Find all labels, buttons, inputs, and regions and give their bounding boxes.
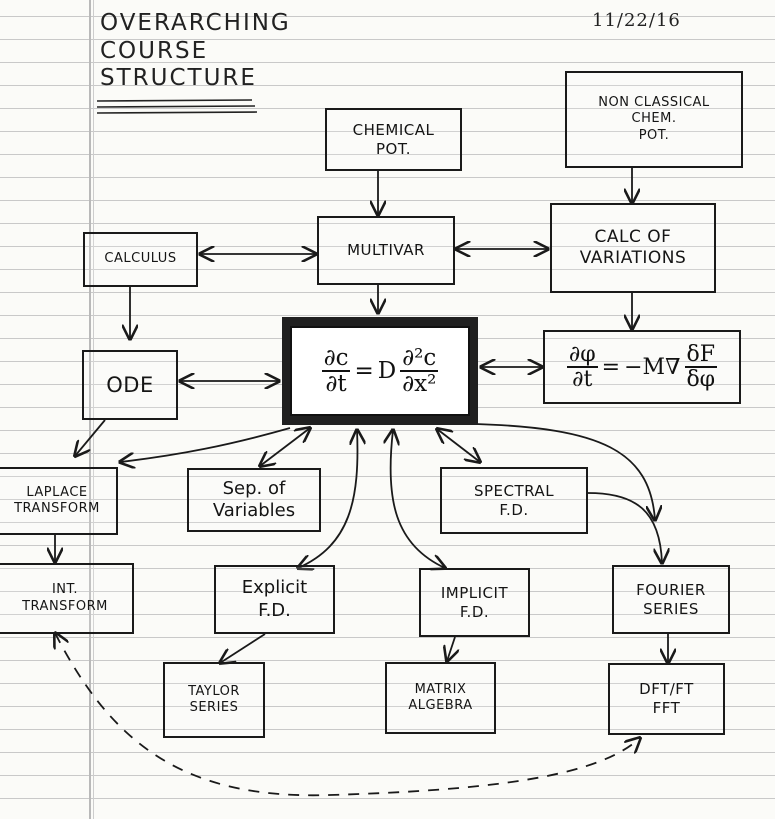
node-label: IMPLICIT F.D. — [440, 583, 509, 621]
node-taylor-series: TAYLOR SERIES — [163, 662, 265, 738]
title-line: COURSE — [100, 37, 209, 64]
node-nonclassical-chem-pot: NON CLASSICAL CHEM. POT. — [565, 71, 743, 168]
node-label: NON CLASSICAL CHEM. POT. — [598, 95, 710, 143]
node-spectral-fd: SPECTRAL F.D. — [440, 467, 588, 534]
eq-numerator: ∂φ — [566, 341, 598, 368]
arrow-ode-to-laplace — [75, 419, 106, 456]
node-calculus: CALCULUS — [83, 232, 198, 287]
arrow-explicit-to-taylor — [220, 633, 266, 663]
eq-numerator: ∂²c — [400, 344, 439, 372]
page-title: OVERARCHING COURSE STRUCTURE — [100, 10, 291, 93]
node-label: TAYLOR SERIES — [188, 683, 240, 715]
arrow-spectral-to-fourier — [587, 492, 662, 563]
margin-line — [89, 0, 91, 819]
node-diffusion-equation — [282, 317, 478, 425]
eq-numerator: ∂c — [321, 344, 351, 372]
node-label: SPECTRAL F.D. — [473, 481, 555, 519]
node-label: CHEMICAL POT. — [352, 120, 435, 158]
node-label: MULTIVAR — [347, 241, 425, 260]
node-laplace-transform: LAPLACE TRANSFORM — [0, 467, 118, 535]
node-multivar: MULTIVAR — [317, 216, 455, 285]
eq-operator: −M∇ — [624, 354, 681, 380]
arrow-diffusion-spectral — [437, 429, 480, 462]
diffusion-lhs: ∂c ∂t — [321, 344, 351, 397]
diffusion-inner-frame — [290, 326, 470, 416]
arrow-diffusion-explicit — [298, 430, 357, 568]
node-label: MATRIX ALGEBRA — [408, 681, 473, 713]
node-sep-of-variables: Sep. of Variables — [187, 468, 321, 532]
node-label: CALC OF VARIATIONS — [579, 226, 687, 268]
date-label: 11/22/16 — [592, 10, 681, 31]
diffusion-rhs: ∂²c ∂x² — [400, 344, 439, 397]
node-label: Sep. of Variables — [212, 477, 296, 522]
title-line: OVERARCHING — [100, 10, 291, 36]
eq-denominator: ∂t — [325, 371, 347, 397]
margin-line — [93, 0, 94, 819]
node-implicit-fd: IMPLICIT F.D. — [419, 568, 530, 637]
node-dft-ft-fft: DFT/FT FFT — [608, 663, 725, 735]
node-explicit-fd: Explicit F.D. — [214, 565, 335, 634]
node-calc-of-variations: CALC OF VARIATIONS — [550, 203, 716, 293]
node-label: Explicit F.D. — [241, 577, 308, 621]
eq-numerator: δF — [684, 341, 718, 368]
allencahn-rhs: δF δφ — [684, 341, 718, 392]
eq-denominator: ∂x² — [402, 371, 437, 397]
diffusion-equation: ∂c ∂t = D ∂²c ∂x² — [290, 326, 470, 416]
node-ode: ODE — [82, 350, 178, 420]
arrow-implicit-to-matrix — [447, 636, 455, 661]
node-int-transform: INT. TRANSFORM — [0, 563, 134, 634]
node-label: DFT/FT FFT — [639, 680, 694, 717]
title-line: STRUCTURE — [100, 65, 257, 92]
eq-coefficient: D — [377, 358, 397, 384]
arrow-diffusion-implicit — [391, 430, 445, 568]
node-chemical-pot: CHEMICAL POT. — [325, 108, 462, 171]
eq-denominator: δφ — [686, 367, 716, 392]
node-label: LAPLACE TRANSFORM — [14, 484, 100, 516]
eq-equals: = — [354, 358, 374, 384]
allencahn-lhs: ∂φ ∂t — [566, 341, 598, 392]
eq-denominator: ∂t — [572, 367, 593, 392]
node-label: INT. TRANSFORM — [22, 582, 108, 614]
node-fourier-series: FOURIER SERIES — [612, 565, 730, 634]
node-label: FOURIER SERIES — [636, 580, 706, 618]
arrow-diffusion-to-laplace — [120, 427, 291, 462]
eq-equals: = — [601, 354, 621, 380]
arrow-diffusion-to-fourier — [475, 423, 655, 520]
node-label: ODE — [106, 372, 154, 397]
node-allen-cahn-equation: ∂φ ∂t = −M∇ δF δφ — [543, 330, 741, 404]
node-label: CALCULUS — [104, 251, 177, 267]
node-matrix-algebra: MATRIX ALGEBRA — [385, 662, 496, 734]
arrow-dft-inttransform-dashed — [55, 633, 640, 797]
